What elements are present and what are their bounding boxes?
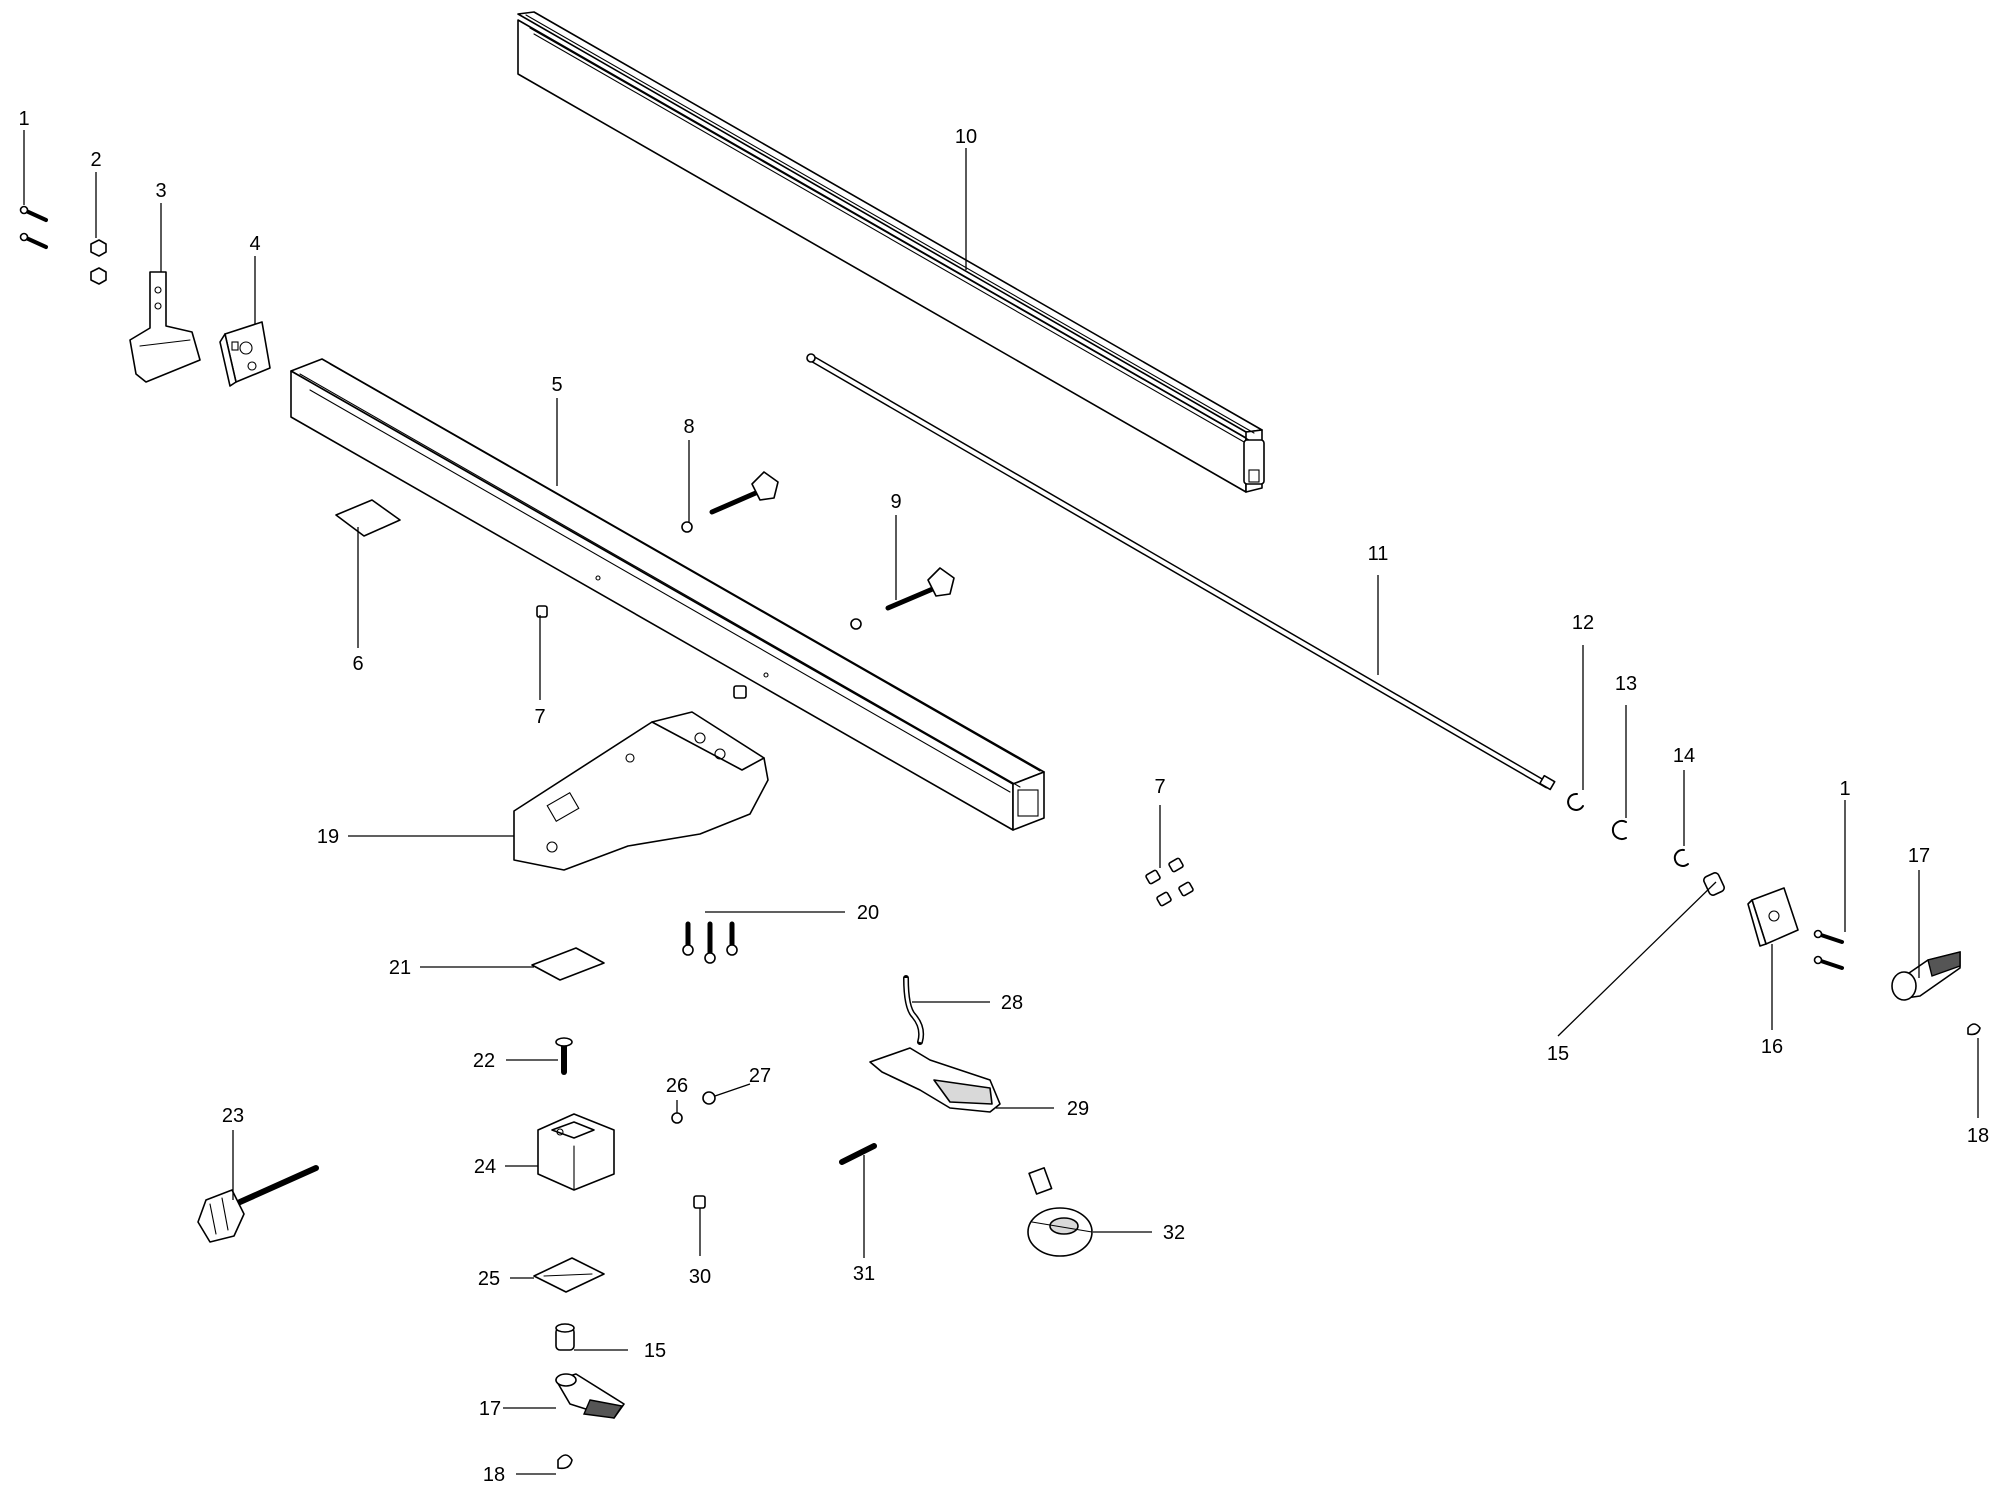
part-5-tube xyxy=(290,358,1045,831)
part-12-retaining-ring xyxy=(1567,792,1584,811)
part-17-lever-bottom xyxy=(555,1373,625,1419)
callout-1-right: 1 xyxy=(1839,778,1850,800)
part-1-screws-right xyxy=(1813,929,1844,970)
part-10-fence-rail xyxy=(517,11,1265,493)
callout-27: 27 xyxy=(749,1065,771,1087)
part-11-rod xyxy=(806,353,1556,791)
callout-6: 6 xyxy=(352,653,363,675)
callout-22: 22 xyxy=(473,1050,495,1072)
callout-18-bottom: 18 xyxy=(483,1464,505,1486)
part-6-label-plate xyxy=(335,499,401,537)
part-28-spring-clip xyxy=(903,975,925,1045)
part-3-bracket xyxy=(129,271,201,383)
callout-15-bottom: 15 xyxy=(644,1340,666,1362)
part-7-square-nut-a xyxy=(536,605,747,699)
leader-lines xyxy=(23,130,1979,1475)
part-31-pin xyxy=(839,1143,877,1165)
part-13-ring xyxy=(1611,820,1627,840)
part-8-pin-knob xyxy=(681,471,779,533)
callout-3: 3 xyxy=(155,180,166,202)
callout-8: 8 xyxy=(683,416,694,438)
callout-15-right: 15 xyxy=(1547,1043,1569,1065)
part-7-square-nuts-b xyxy=(1145,857,1194,907)
callout-11: 11 xyxy=(1368,543,1389,565)
callout-17-bottom: 17 xyxy=(479,1398,501,1420)
callout-17-right: 17 xyxy=(1908,845,1930,867)
callout-25: 25 xyxy=(478,1268,500,1290)
callout-10: 10 xyxy=(955,126,977,148)
part-2-nuts xyxy=(90,239,107,285)
callout-30: 30 xyxy=(689,1266,711,1288)
callout-1: 1 xyxy=(18,108,29,130)
callout-31: 31 xyxy=(853,1263,875,1285)
callout-7-right: 7 xyxy=(1154,776,1165,798)
callout-labels: 1 2 3 4 5 6 7 8 9 10 11 12 13 14 7 1 17 … xyxy=(18,108,1989,1486)
part-14-ring xyxy=(1673,848,1689,867)
part-27-nut xyxy=(702,1091,716,1105)
callout-26: 26 xyxy=(666,1075,688,1097)
callout-19: 19 xyxy=(317,826,339,848)
callout-5: 5 xyxy=(551,374,562,396)
callout-14: 14 xyxy=(1673,745,1695,767)
callout-16: 16 xyxy=(1761,1036,1783,1058)
callout-9: 9 xyxy=(890,491,901,513)
part-23-knob-rod xyxy=(197,1165,319,1243)
part-20-screws xyxy=(682,921,738,964)
part-4-end-cap xyxy=(219,321,271,387)
callout-24: 24 xyxy=(474,1156,496,1178)
part-9-pin-knob xyxy=(850,567,955,630)
part-26-washer xyxy=(671,1112,683,1124)
callout-13: 13 xyxy=(1615,673,1637,695)
part-32-threaded-knob xyxy=(1027,1167,1093,1257)
part-19-fence-head xyxy=(513,711,769,871)
part-21-plate xyxy=(531,947,605,981)
part-16-bracket xyxy=(1747,887,1799,947)
part-17-lever-right xyxy=(1891,951,1961,1001)
part-24-clamp-housing xyxy=(537,1113,615,1191)
part-15-spacer-bottom xyxy=(555,1323,575,1351)
callout-28: 28 xyxy=(1001,992,1023,1014)
part-25-clip-plate xyxy=(533,1257,605,1293)
callout-4: 4 xyxy=(249,233,260,255)
callout-21: 21 xyxy=(389,957,411,979)
callout-18-right: 18 xyxy=(1967,1125,1989,1147)
part-30-square-nut xyxy=(693,1195,706,1209)
callout-23: 23 xyxy=(222,1105,244,1127)
callout-29: 29 xyxy=(1067,1098,1089,1120)
part-18-clip-right xyxy=(1967,1023,1981,1036)
part-18-clip-bottom xyxy=(557,1454,573,1470)
callout-32: 32 xyxy=(1163,1222,1185,1244)
callout-2: 2 xyxy=(90,149,101,171)
callout-12: 12 xyxy=(1572,612,1594,634)
part-22-bolt xyxy=(555,1037,573,1075)
callout-7-left: 7 xyxy=(534,706,545,728)
part-1-screws-top-left xyxy=(19,205,48,249)
part-29-clamp-lever xyxy=(869,1047,1001,1113)
callout-20: 20 xyxy=(857,902,879,924)
